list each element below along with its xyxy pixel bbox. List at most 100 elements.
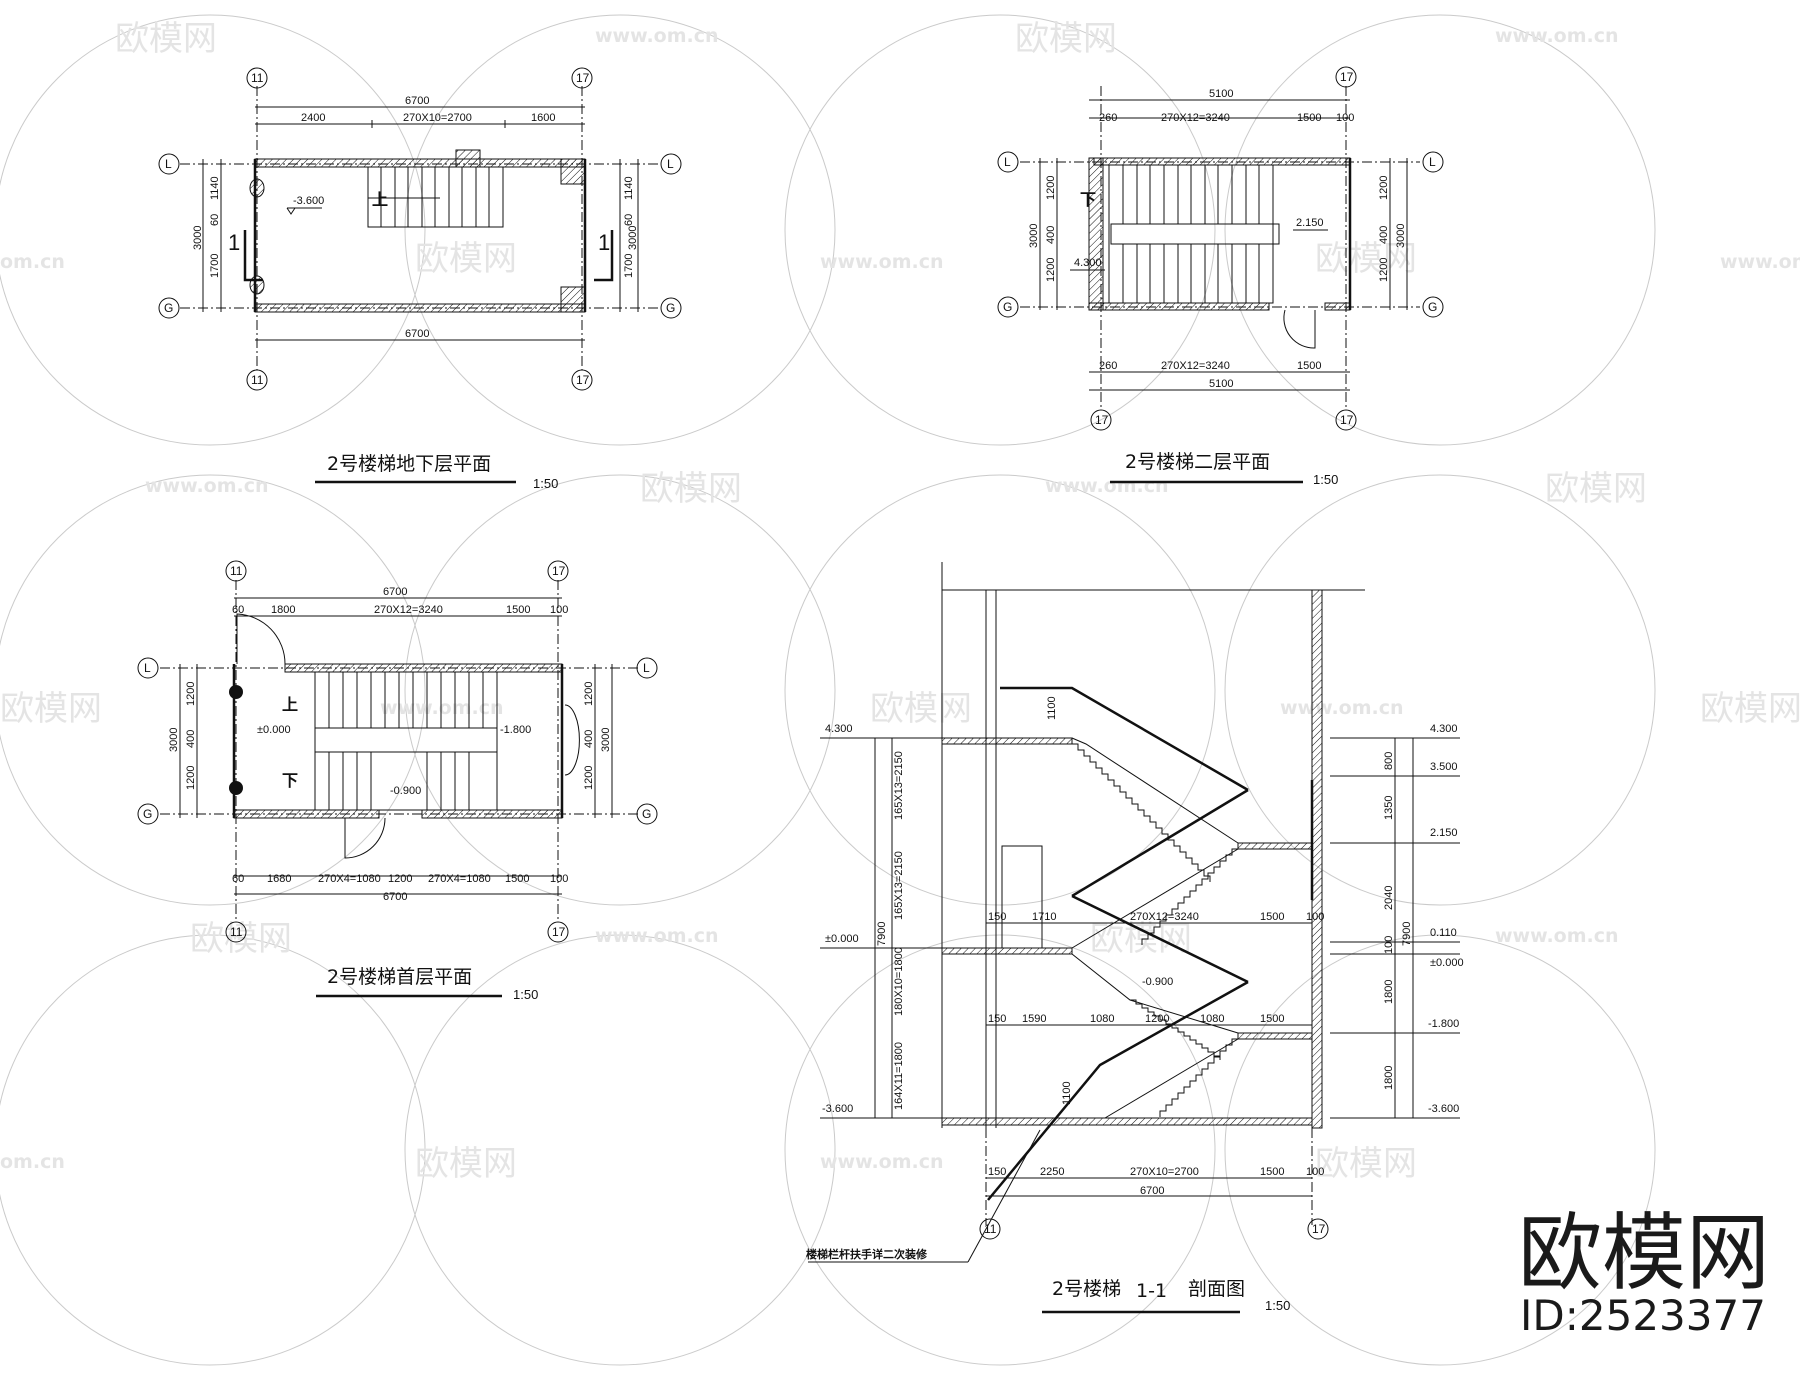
dimension: 1200 [583,682,595,706]
level-label: -0.900 [1142,976,1173,988]
dimension: 1500 [1260,1013,1284,1025]
plan-second-floor: 17 17 17 L L G G 下 2.150 [997,66,1444,487]
dimension: 1200 [1045,258,1057,282]
dimension: 164X11=1800 [893,1042,905,1110]
up-label: 上 [372,191,388,209]
axis-label: 11 [984,1222,997,1236]
dimension: 100 [1336,112,1354,124]
drawing-scale: 1:50 [513,987,538,1002]
axis-label: 11 [251,71,264,85]
watermark-brand: 欧模网 [415,239,517,279]
dimension: 1200 [1145,1013,1169,1025]
dimension: 260 [1099,360,1117,372]
axis-label: L [1429,155,1436,169]
dimension: 150 [988,911,1006,923]
dimension: 2250 [1040,1166,1064,1178]
watermark-brand: 欧模网 [1700,689,1800,729]
dimension: 1200 [1378,258,1390,282]
dimension: 270X10=2700 [403,112,472,124]
drawing-scale: 1:50 [1265,1298,1290,1313]
dimension: 270X12=3240 [1161,360,1230,372]
section-mark: 1 [598,230,610,255]
dimension: 100 [550,873,568,885]
watermark-site: www.om.cn [1045,475,1169,497]
axis-label: 17 [576,71,590,85]
axis-label: 17 [576,373,590,387]
watermark-brand: 欧模网 [640,469,742,509]
dimension: 1800 [1383,1066,1395,1090]
drawing-title: 2号楼梯地下层平面 [327,453,491,475]
dimension: 3000 [600,728,612,752]
dimension: 1200 [388,873,412,885]
dimension: 1500 [506,604,530,616]
level-label: 0.110 [1430,927,1457,939]
dimension: 1700 [209,254,221,278]
watermark-site: www.om.cn [820,1151,944,1173]
dimension: 6700 [383,891,407,903]
dimension: 2400 [301,112,325,124]
dimension: 6700 [383,586,407,598]
watermark-brand: 欧模网 [1315,1144,1417,1184]
brand-logo-text: 欧模网 [1518,1204,1770,1302]
dimension: 5100 [1209,88,1233,100]
dimension: 150 [988,1013,1006,1025]
dimension: 1200 [1045,176,1057,200]
dimension: 100 [1306,911,1324,923]
dimension: 1500 [1260,1166,1284,1178]
level-label: ±0.000 [1430,957,1464,969]
dimension: 400 [1045,226,1057,244]
dimension: 400 [583,730,595,748]
plan-ground-floor: 11 17 11 17 L L G G [137,560,658,1002]
watermark-site: www.om.cn [595,25,719,47]
axis-label: L [1004,155,1011,169]
axis-label: 17 [552,564,566,578]
axis-label: 17 [1340,70,1354,84]
dimension: 1710 [1032,911,1056,923]
level-label: 4.300 [825,723,853,735]
drawing-scale: 1:50 [533,476,558,491]
dimension: 1700 [623,254,635,278]
watermark-brand: 欧模网 [1545,469,1647,509]
watermark-site: www.om.cn [820,251,944,273]
watermark-site: www.om.cn [380,697,504,719]
level-label: -1.800 [500,724,531,736]
watermark-site: www.om.cn [595,925,719,947]
section-mark: 1 [228,230,240,255]
dimension: 1680 [267,873,291,885]
dimension: 1350 [1383,796,1395,820]
level-label: 4.300 [1430,723,1458,735]
watermark-layer: 欧模网 欧模网 欧模网 欧模网 欧模网 欧模网 欧模网 欧模网 欧模网 欧模网 … [0,14,1800,1366]
dimension: 1600 [531,112,555,124]
dimension: 150 [988,1166,1006,1178]
dimension: 270X12=3240 [1130,911,1199,923]
watermark-brand: 欧模网 [1090,919,1192,959]
dimension: 1080 [1200,1013,1224,1025]
axis-label: 17 [1095,413,1109,427]
level-label: -3.600 [822,1103,853,1115]
axis-label: L [667,157,674,171]
level-label: -0.900 [390,785,421,797]
dimension: 270X4=1080 [318,873,381,885]
watermark-brand: 欧模网 [870,689,972,729]
dimension: 5100 [1209,378,1233,390]
level-label: ±0.000 [257,724,291,736]
axis-label: L [144,661,151,675]
dimension: 165X13=2150 [893,751,905,820]
dimension: 7900 [1401,922,1413,946]
dimension: 270X12=3240 [374,604,443,616]
dimension: 3000 [168,728,180,752]
dimension: 6700 [1140,1185,1164,1197]
watermark-brand: 欧模网 [190,919,292,959]
axis-label: G [1428,300,1437,314]
section-1-1: 11 17 1100 1100 -0.900 [806,562,1464,1314]
watermark-brand: 欧模网 [1015,19,1117,59]
drawing-title: 2号楼梯二层平面 [1125,451,1270,473]
axis-label: G [666,301,675,315]
up-label: 上 [282,696,298,714]
dimension: 1500 [505,873,529,885]
watermark-brand: 欧模网 [0,689,102,729]
dimension: 7900 [876,922,888,946]
dimension: 180X10=1800 [893,947,905,1016]
dimension: 6700 [405,328,429,340]
